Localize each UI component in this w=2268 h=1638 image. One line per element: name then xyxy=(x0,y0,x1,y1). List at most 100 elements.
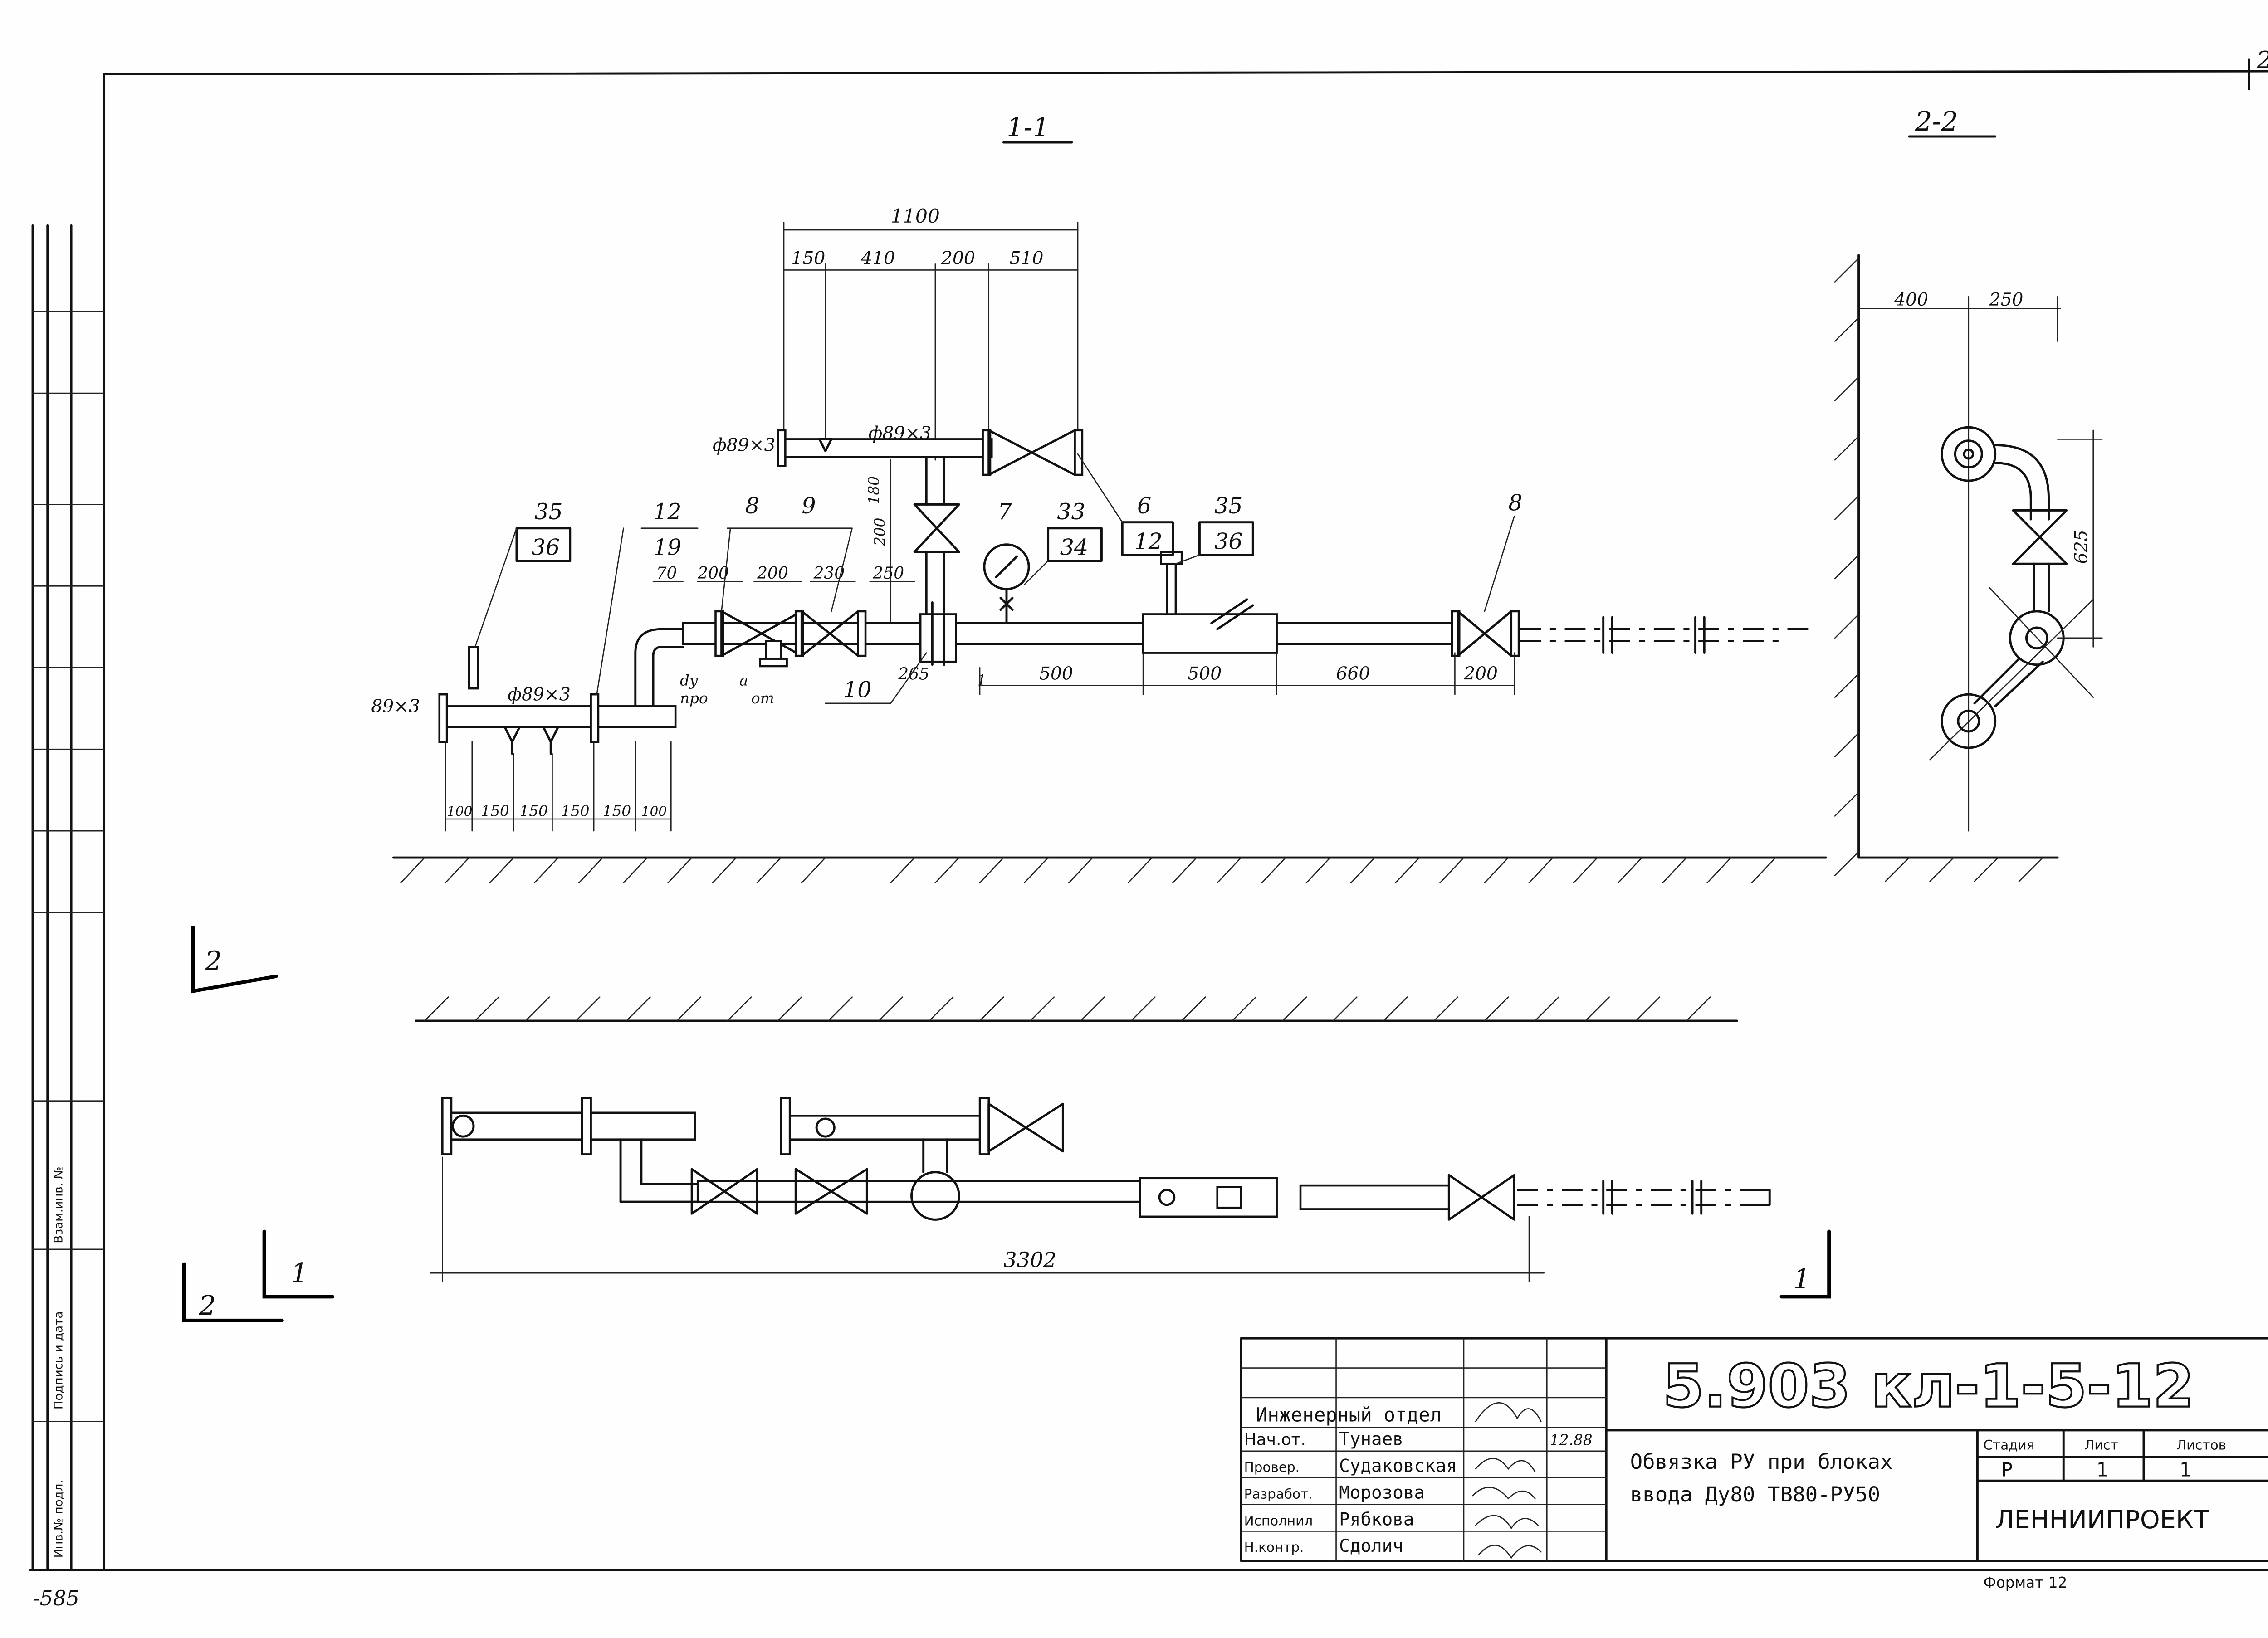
upper-flange-left xyxy=(777,429,787,467)
dim-left-3: 150 xyxy=(519,802,547,819)
date-1: 12.88 xyxy=(1550,1432,1593,1449)
stamp-sign-date: Подпись и дата xyxy=(52,1311,65,1410)
dim-250-s: 250 xyxy=(1989,290,2024,310)
dim-overall-1100: 1100 xyxy=(891,205,940,228)
section-2-2-view: 400 250 625 xyxy=(1834,254,2103,882)
dim-265: 265 xyxy=(898,665,929,683)
dim-150: 150 xyxy=(791,248,825,268)
vertical-valve xyxy=(913,503,960,553)
role-2: Провер. xyxy=(1244,1460,1300,1475)
upper-valve xyxy=(987,429,1076,476)
pipe-end-upper xyxy=(1941,426,1997,482)
sheet-frame xyxy=(29,58,2268,1571)
plan-upper-left-pipe xyxy=(444,1112,696,1141)
stage-value: Р xyxy=(2001,1459,2013,1481)
pipe-size-lower-mid: ф89×3 xyxy=(508,684,571,705)
valve-8-right xyxy=(1457,610,1513,657)
callouts: 35 36 12 19 8 9 7 33 34 6 12 35 36 8 10 xyxy=(474,453,1522,704)
plan-valve-9 xyxy=(794,1168,868,1215)
drawing-designation: 5.903 кл-1-5-12 xyxy=(1663,1352,2195,1421)
plan-valve-8 xyxy=(690,1168,758,1215)
name-4: Рябкова xyxy=(1339,1509,1414,1530)
callout-34: 34 xyxy=(1060,534,1088,561)
cut-marker-2-lower: 2 xyxy=(199,1290,216,1321)
callout-19: 19 xyxy=(653,534,681,561)
callout-12b: 12 xyxy=(1134,528,1162,555)
stamp-replaced-inv: Взам.инв. № xyxy=(52,1166,65,1243)
dim-left-2: 150 xyxy=(481,802,509,819)
role-3: Разработ. xyxy=(1244,1486,1313,1502)
dim-left-6: 100 xyxy=(641,804,667,819)
name-2: Судаковская xyxy=(1339,1456,1457,1477)
side-stamp: Инв.№ подл. Подпись и дата Взам.инв. № xyxy=(31,224,105,1571)
pipe-size-upper-mid: ф89×3 xyxy=(869,423,932,444)
callout-9: 9 xyxy=(802,492,816,519)
dim-250: 250 xyxy=(872,564,904,583)
plan-view: 3302 xyxy=(414,996,1771,1283)
note-ot: от xyxy=(751,690,774,707)
cut-marker-1-left: 1 xyxy=(291,1257,308,1288)
format-note: Формат 12 xyxy=(1984,1574,2068,1591)
callout-36b: 36 xyxy=(1214,528,1242,555)
name-3: Морозова xyxy=(1339,1482,1425,1503)
elevation-view: 1100 150 410 200 510 ф89×3 ф89×3 180 200 xyxy=(371,205,1828,883)
plan-tee xyxy=(910,1171,960,1221)
role-5: Н.контр. xyxy=(1244,1540,1304,1555)
plan-upper-mid-pipe xyxy=(782,1115,984,1141)
role-1: Нач.от. xyxy=(1244,1431,1306,1449)
mixing-chamber xyxy=(1142,613,1278,654)
section-1-1-title: 1-1 xyxy=(1007,112,1050,143)
callout-8b: 8 xyxy=(1508,489,1522,516)
organization: ЛЕННИИПРОЕКТ xyxy=(1995,1505,2210,1535)
plan-valve-8-right xyxy=(1447,1174,1515,1221)
callout-8a: 8 xyxy=(745,492,759,519)
dim-70: 70 xyxy=(656,564,677,583)
dim-200-right: 200 xyxy=(1463,663,1498,684)
callout-10: 10 xyxy=(843,677,871,703)
title-block: 5.903 кл-1-5-12 Обвязка РУ при блоках вв… xyxy=(1240,1337,2268,1562)
callout-12a: 12 xyxy=(653,498,681,525)
sheets-value: 1 xyxy=(2180,1459,2191,1481)
cut-marker-1-right: 1 xyxy=(1794,1263,1810,1294)
dim-left-1: 100 xyxy=(447,804,472,819)
dim-200: 200 xyxy=(941,248,975,268)
stage-header: Стадия xyxy=(1984,1437,2035,1453)
plan-upper-valve xyxy=(987,1102,1064,1153)
title-line-2: ввода Ду80 ТВ80-РУ50 xyxy=(1630,1482,1881,1506)
dim-mid-200b: 200 xyxy=(757,564,788,583)
callout-6: 6 xyxy=(1137,492,1151,519)
note-dn: dy xyxy=(680,672,698,689)
sheets-header: Листов xyxy=(2176,1437,2226,1453)
callout-7: 7 xyxy=(997,498,1012,525)
corner-sheet-number: 2 xyxy=(2256,47,2268,74)
left-manifold xyxy=(444,705,677,728)
dim-1: 1 xyxy=(977,672,987,689)
callout-33: 33 xyxy=(1057,498,1085,525)
pipe-size-left-end: 89×3 xyxy=(371,696,420,717)
callout-35a: 35 xyxy=(534,498,562,525)
callout-35b: 35 xyxy=(1214,492,1242,519)
section-2-2-title: 2-2 xyxy=(1915,106,1958,137)
dim-left-5: 150 xyxy=(603,802,631,819)
section-valve xyxy=(2012,509,2068,565)
vdim-200: 200 xyxy=(871,518,889,546)
cut-markers: 2 2 1 1 xyxy=(182,925,1831,1322)
plan-mixing-chamber xyxy=(1139,1177,1278,1218)
dim-230: 230 xyxy=(813,564,845,583)
title-line-1: Обвязка РУ при блоках xyxy=(1630,1449,1893,1474)
vdim-180: 180 xyxy=(865,476,883,504)
dim-500a: 500 xyxy=(1039,663,1073,684)
callout-36a: 36 xyxy=(532,534,560,561)
name-1: Тунаев xyxy=(1339,1429,1403,1450)
sheet-value: 1 xyxy=(2096,1459,2108,1481)
dim-510: 510 xyxy=(1010,248,1044,268)
dim-500b: 500 xyxy=(1188,663,1222,684)
stamp-inv-no: Инв.№ подл. xyxy=(52,1480,65,1558)
dim-left-4: 150 xyxy=(561,802,589,819)
sheet-header: Лист xyxy=(2084,1437,2118,1453)
plan-dim-overall: 3302 xyxy=(1003,1248,1056,1272)
note-a: a xyxy=(739,672,748,689)
dim-660: 660 xyxy=(1336,663,1370,684)
